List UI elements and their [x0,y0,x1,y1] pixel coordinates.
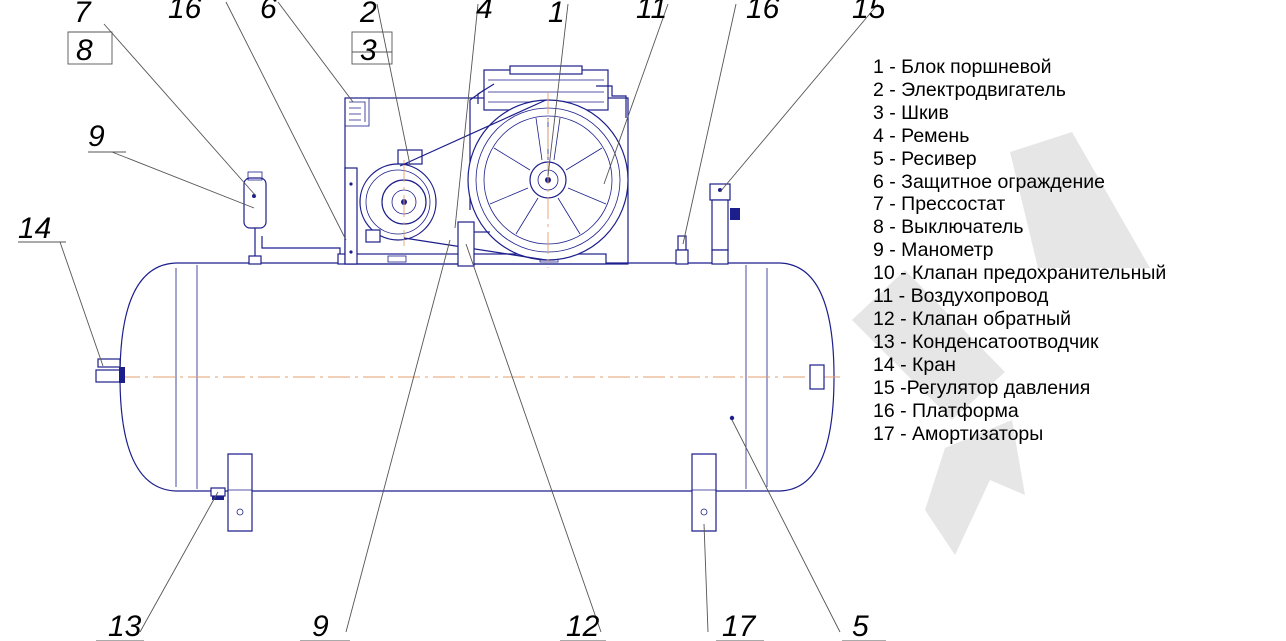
legend-item: 3 - Шкив [873,101,949,124]
manometer [243,171,341,265]
callout-8: 8 [76,34,93,67]
legend-item: 6 - Защитное ограждение [873,170,1105,193]
legend-item: 2 - Электродвигатель [873,78,1066,101]
legend-item: 11 - Воздухопровод [873,285,1049,308]
callout-5: 5 [852,610,869,641]
watermark [852,132,1150,555]
legend-item: 12 - Клапан обратный [873,307,1072,330]
callout-7: 7 [74,0,92,29]
callout-12: 12 [566,610,600,641]
callout-1: 1 [548,0,565,29]
belt [399,99,547,261]
callout-box-8 [67,31,113,65]
legend-item: 16 - Платформа [873,399,1019,422]
receiver-tank [118,262,840,492]
legend-item: 14 - Кран [873,353,956,376]
callout-17: 17 [722,610,757,641]
electric-motor [359,149,437,246]
callout-16-top-left: 16 [168,0,202,25]
legend-item: 5 - Ресивер [873,147,977,170]
callout-box-3 [351,31,393,65]
callout-9-bottom: 9 [312,610,329,641]
parts-legend: 1 - Блок поршневой 2 - Электродвигатель … [873,56,1166,445]
legend-item: 7 - Прессостат [873,193,1006,216]
callout-11: 11 [636,0,667,25]
legend-item: 4 - Ремень [873,124,970,147]
legend-item: 15 -Регулятор давления [873,376,1091,399]
callout-9-left: 9 [88,120,105,153]
tank-foot-right [691,453,717,532]
callout-2: 2 [359,0,377,29]
tank-foot-left [227,453,253,532]
legend-item: 10 - Клапан предохранительный [873,262,1167,285]
drain-valve [210,487,226,500]
pressure-regulator [709,183,740,265]
callout-13: 13 [108,610,142,641]
callout-16-top-right: 16 [746,0,780,25]
callout-14: 14 [18,212,51,245]
legend-item: 13 - Конденсатоотводчик [873,330,1099,353]
tap [95,358,125,383]
legend-item: 9 - Манометр [873,239,994,262]
leader-lines [18,1,886,641]
callout-4: 4 [476,0,493,25]
legend-item: 17 - Амортизаторы [873,422,1044,445]
callout-15: 15 [852,0,886,25]
callout-6: 6 [260,0,277,25]
legend-item: 8 - Выключатель [873,216,1024,239]
flywheel [467,92,629,268]
safety-valve [675,235,689,265]
callout-3: 3 [360,34,377,67]
legend-item: 1 - Блок поршневой [873,56,1052,78]
